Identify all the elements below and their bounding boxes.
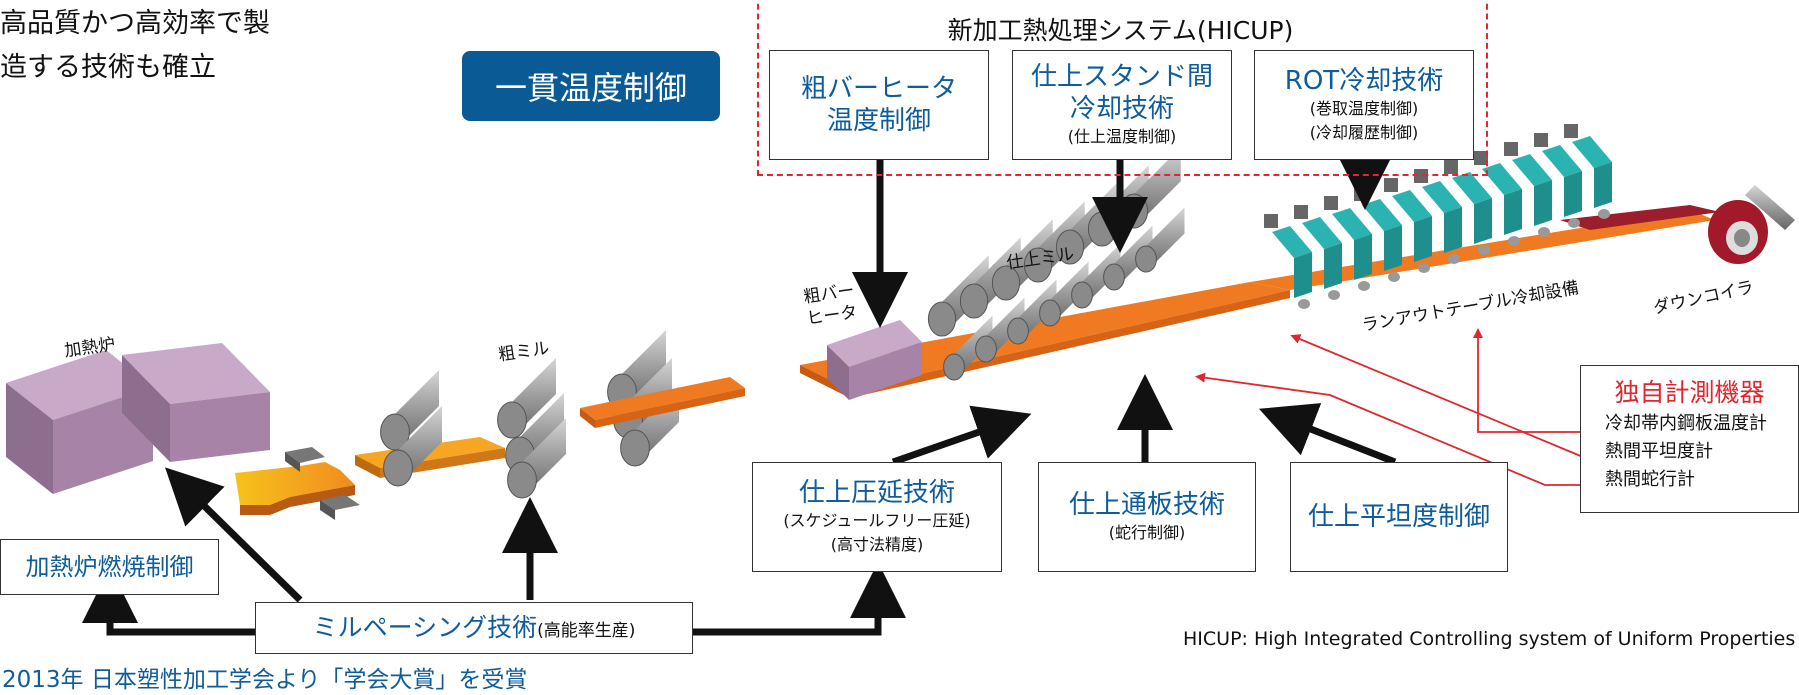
cooling-header-6 [1414,169,1462,264]
intro-text: 高品質かつ高効率で製 造する技術も確立 [0,2,270,90]
rot-title: ROT冷却技術 [1284,66,1444,96]
hicup-frame [757,0,1488,176]
finish-roll-bottom-1 [943,315,993,381]
coiler-roll [1745,185,1795,230]
cooling-header-9 [1504,142,1552,237]
rough-roll-5 [507,418,566,499]
rot-sub-1: (巻取温度制御) [1309,99,1419,118]
award-text: 2013年 日本塑性加工学会より「学会大賞」を受賞 [2,667,528,693]
intro-line-2: 造する技術も確立 [0,52,216,83]
instrument-item-2: 熱間平坦度計 [1605,441,1713,462]
rough-strip [580,377,745,428]
rot-sub-2: (冷却履歴制御) [1309,123,1419,142]
bar-heater-title-line-1: 粗バーヒータ [800,74,957,104]
mill-pacing-sub: (高能率生産) [537,620,636,641]
finish-rolling-sub-1: (スケジュールフリー圧延) [783,511,971,530]
furnace-combustion-control-box: 加熱炉燃焼制御 [0,539,219,595]
threading-box: 仕上通板技術 (蛇行制御) [1038,462,1256,572]
finish-roll-bottom-3 [1007,279,1057,345]
hicup-box-rot-cooling: ROT冷却技術 (巻取温度制御) (冷却履歴制御) [1254,50,1474,160]
rough-roll-1 [380,370,439,451]
runout-cooling-units [1264,124,1612,309]
hicup-box-interstand-cooling: 仕上スタンド間 冷却技術 (仕上温度制御) [1012,50,1232,160]
instrument-item-3: 熱間蛇行計 [1605,469,1695,490]
finish-roll-bottom-4 [1039,261,1089,327]
finish-rolling-title: 仕上圧延技術 [798,478,955,508]
cooling-header-7 [1444,160,1492,255]
cooling-header-8 [1474,151,1522,246]
cooling-header-10 [1534,133,1582,228]
flatness-title: 仕上平坦度制御 [1307,502,1490,532]
label-bar-heater: 粗バー ヒータ [802,280,859,331]
cooling-header-11 [1564,124,1612,219]
instruments-title: 独自計測機器 [1614,378,1765,407]
intro-line-1: 高品質かつ高効率で製 [0,8,270,39]
badge-label: 一貫温度制御 [494,69,687,107]
finish-rolling-sub-2: (高寸法精度) [830,535,924,554]
threading-title: 仕上通板技術 [1068,490,1225,520]
cooling-header-1 [1264,214,1312,309]
flow-arrows [82,154,1397,636]
reheating-furnace-2 [122,343,270,462]
hicup-definition: HICUP: High Integrated Controlling syste… [1183,628,1796,650]
interstand-sub: (仕上温度制御) [1067,127,1177,146]
slab [235,462,355,515]
hicup-box-bar-heater: 粗バーヒータ 温度制御 [769,50,989,160]
cooling-header-2 [1294,205,1342,300]
rough-roll-2 [383,406,442,487]
interstand-title-line-2: 冷却技術 [1069,94,1174,124]
sizing-press [285,447,360,520]
instrument-leader-lines [1195,328,1584,486]
threading-sub: (蛇行制御) [1108,523,1186,542]
instrument-item-1: 冷却帯内鋼板温度計 [1605,413,1767,434]
cooling-header-3 [1324,196,1372,291]
bar-heater-title-line-2: 温度制御 [826,106,931,136]
flatness-control-box: 仕上平坦度制御 [1290,462,1508,572]
down-coiler [1708,200,1768,264]
integrated-temperature-control-badge: 一貫温度制御 [462,51,720,121]
finish-rolling-box: 仕上圧延技術 (スケジュールフリー圧延) (高寸法精度) [752,462,1002,572]
interstand-title-line-1: 仕上スタンド間 [1030,62,1213,92]
rough-roll-3 [497,358,556,439]
hicup-title: 新加工熱処理システム(HICUP) [947,16,1294,45]
proprietary-instruments-box: 独自計測機器 冷却帯内鋼板温度計 熱間平坦度計 熱間蛇行計 [1580,365,1799,513]
mill-pacing-label: ミルペーシング技術 [312,613,538,642]
coarse-bar-heater [827,320,922,400]
finish-roll-bottom-5 [1071,243,1121,309]
mill-pacing-box: ミルペーシング技術 (高能率生産) [255,602,693,654]
finish-roll-bottom-2 [975,297,1025,363]
furnace-combustion-label: 加熱炉燃焼制御 [25,553,194,581]
